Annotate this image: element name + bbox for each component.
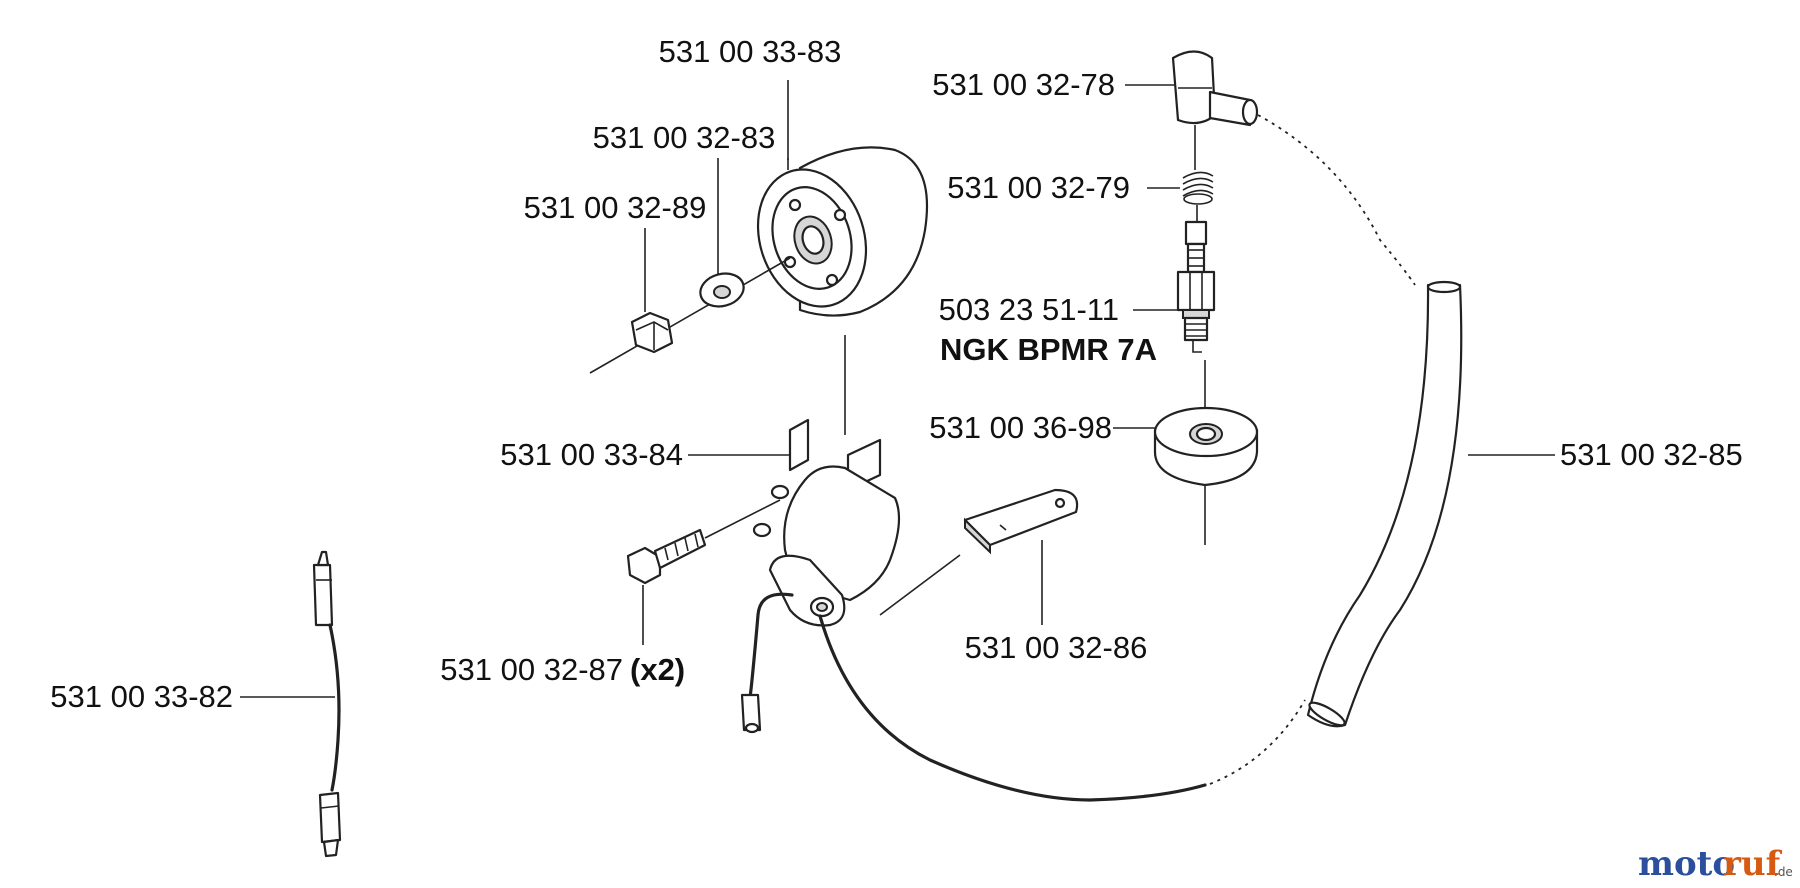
label-plug-cap: 531 00 32-78 <box>932 67 1115 102</box>
label-screw: 531 00 32-87 <box>440 652 623 687</box>
hose-part <box>1306 280 1463 728</box>
label-nut: 531 00 32-89 <box>524 190 707 225</box>
label-screw-qty: (x2) <box>630 652 685 687</box>
module-wire <box>746 592 794 712</box>
watermark-logo: moto ruf .de <box>1638 844 1793 884</box>
label-ignition-module: 531 00 33-84 <box>500 437 683 472</box>
label-hose: 531 00 32-85 <box>1560 437 1743 472</box>
wire-part <box>312 550 342 858</box>
label-washer: 531 00 32-83 <box>593 120 776 155</box>
label-spark-plug-type: NGK BPMR 7A <box>940 332 1157 367</box>
flywheel-part <box>756 146 929 317</box>
label-boot: 531 00 36-98 <box>929 410 1112 445</box>
screw-part <box>626 528 707 585</box>
spark-plug-part <box>1176 220 1216 353</box>
watermark-moto: moto <box>1638 844 1735 884</box>
watermark-ruf: ruf <box>1723 844 1783 884</box>
label-spark-plug: 503 23 51-11 <box>939 292 1119 327</box>
label-flywheel: 531 00 33-83 <box>659 34 842 69</box>
shim-part <box>963 488 1079 555</box>
label-spring: 531 00 32-79 <box>947 170 1130 205</box>
module-wire-terminal <box>740 693 762 734</box>
ht-lead <box>818 614 1207 802</box>
nut-part <box>630 311 674 354</box>
plug-cap-part <box>1171 50 1259 127</box>
ignition-module-part <box>752 418 901 627</box>
label-wire: 531 00 33-82 <box>50 679 233 714</box>
shaft-axis <box>589 257 791 374</box>
boot-part <box>1153 406 1259 487</box>
watermark-suffix: .de <box>1774 865 1793 879</box>
label-shim: 531 00 32-86 <box>965 630 1148 665</box>
washer-part <box>699 272 745 308</box>
spring-part <box>1182 171 1214 205</box>
